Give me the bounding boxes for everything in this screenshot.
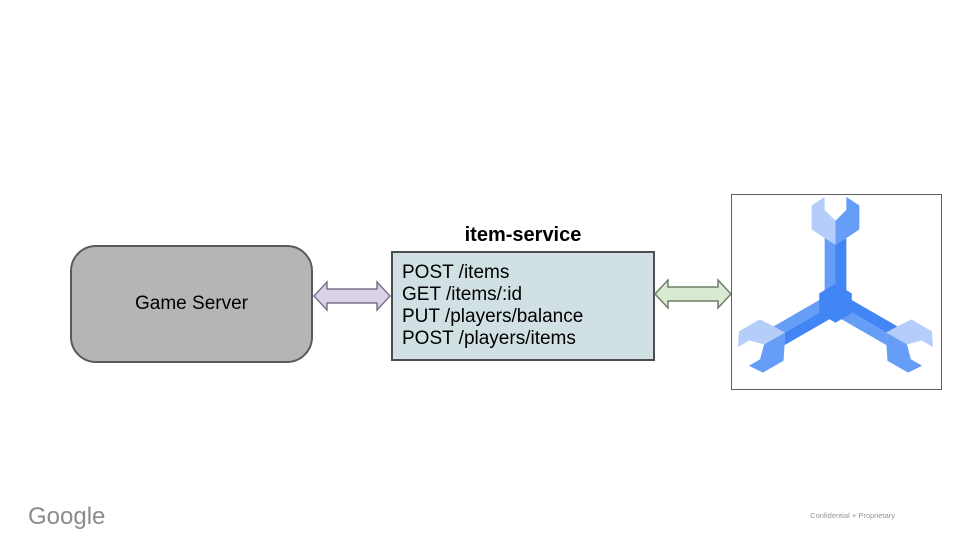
spanner-head-right [835, 196, 860, 245]
connector-service-to-database[interactable] [654, 278, 732, 310]
spanner-head-right [886, 332, 923, 373]
double-arrow-shape [654, 278, 732, 310]
spanner-hub [819, 283, 852, 323]
google-logo: Google [28, 503, 106, 530]
connector-game-to-service[interactable] [313, 279, 391, 313]
node-database[interactable] [731, 194, 942, 390]
double-arrow-shape [313, 280, 391, 312]
spanner-head-right [737, 319, 785, 347]
endpoint-line: POST /players/items [402, 328, 576, 349]
endpoint-line: PUT /players/balance [402, 306, 584, 327]
spanner-head-left [811, 196, 836, 245]
spanner-head-left [886, 319, 934, 347]
node-game-server[interactable]: Game Server [70, 245, 313, 363]
endpoint-line: POST /items [402, 262, 510, 283]
node-item-service[interactable]: POST /items GET /items/:id PUT /players/… [391, 251, 655, 361]
endpoint-line: GET /items/:id [402, 284, 523, 305]
spanner-head-left [748, 332, 785, 373]
cloud-spanner-icon [737, 196, 934, 373]
item-service-title: item-service [464, 224, 582, 246]
confidentiality-note: Confidential + Proprietary [810, 511, 895, 520]
game-server-label: Game Server [135, 293, 248, 314]
